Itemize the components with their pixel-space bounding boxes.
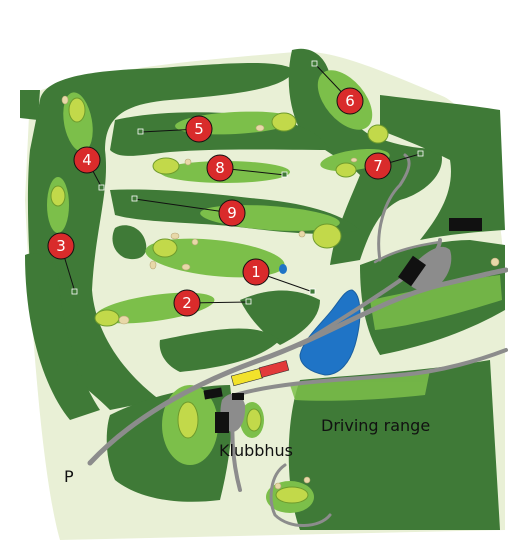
hole-3-marker[interactable]: 3: [47, 232, 75, 260]
tee-markers: [71, 60, 424, 305]
hole-8-marker[interactable]: 8: [206, 154, 234, 182]
hole-7-number: 7: [373, 157, 383, 175]
hole-6-marker[interactable]: 6: [336, 87, 364, 115]
hole-2-number: 2: [182, 294, 192, 312]
hole-2-marker[interactable]: 2: [173, 289, 201, 317]
clubhouse-label: Klubbhus: [219, 441, 293, 460]
hole-1-marker[interactable]: 1: [242, 258, 270, 286]
driving-range-label: Driving range: [321, 416, 430, 435]
parking-area: [405, 246, 452, 291]
buildings: [203, 218, 482, 433]
forest-areas: [20, 48, 505, 530]
hole-9-number: 9: [227, 204, 237, 222]
hole-9-marker[interactable]: 9: [218, 199, 246, 227]
hole-3-number: 3: [56, 237, 66, 255]
hole-4-marker[interactable]: 4: [73, 146, 101, 174]
hole-markers: 1 2 3 4 5 6 7 8: [47, 87, 392, 317]
greens: [50, 97, 389, 504]
parking-label: P: [64, 467, 74, 486]
hole-1-number: 1: [251, 263, 261, 281]
hole-5-number: 5: [194, 120, 204, 138]
hole-5-marker[interactable]: 5: [185, 115, 213, 143]
light-areas: [290, 275, 502, 401]
hole-8-number: 8: [215, 159, 225, 177]
hole-4-number: 4: [82, 151, 92, 169]
bunkers: [61, 95, 500, 490]
small-pond: [279, 264, 287, 274]
hole-7-marker[interactable]: 7: [364, 152, 392, 180]
range-tee-red: [258, 360, 290, 378]
hole-6-number: 6: [345, 92, 355, 110]
